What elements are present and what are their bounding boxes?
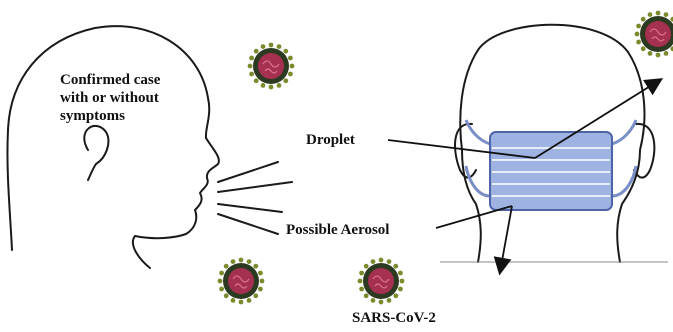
case-label-line3: symptoms bbox=[60, 108, 125, 124]
aerosol-label: Possible Aerosol bbox=[286, 222, 389, 238]
case-label-line2: with or without bbox=[60, 90, 159, 106]
head-profile bbox=[7, 26, 218, 268]
droplet-label: Droplet bbox=[306, 132, 355, 148]
virus-icon bbox=[248, 43, 295, 90]
head-profile-outline bbox=[7, 26, 218, 268]
virus-icon bbox=[358, 258, 405, 305]
breath-line bbox=[218, 182, 292, 192]
exhalation-lines bbox=[218, 162, 292, 234]
case-label-line1: Confirmed case bbox=[60, 72, 161, 88]
virus-icon bbox=[635, 11, 673, 58]
virus-label: SARS-CoV-2 bbox=[352, 310, 436, 326]
breath-line bbox=[218, 204, 282, 212]
breath-line bbox=[218, 214, 278, 234]
virus-icon bbox=[218, 258, 265, 305]
ear-outline bbox=[84, 126, 108, 180]
aerosol-leader bbox=[436, 206, 512, 228]
breath-line bbox=[218, 162, 278, 182]
